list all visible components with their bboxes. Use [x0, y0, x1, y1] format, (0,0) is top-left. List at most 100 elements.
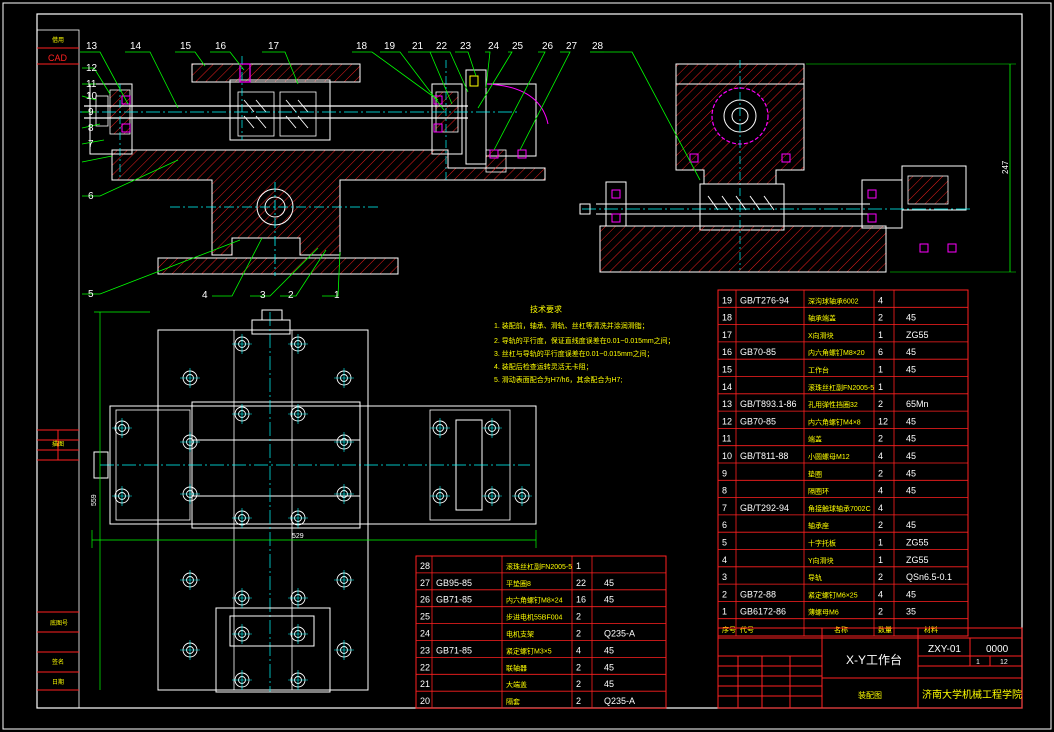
callout-19: 19 [384, 41, 396, 52]
part-number: 11 [722, 434, 731, 444]
part-name: 步进电机55BF004 [506, 613, 563, 622]
bolt-hole-icon [482, 418, 502, 438]
part-number: 16 [722, 347, 732, 357]
part-number: 22 [420, 662, 430, 672]
bolt-hole-icon [430, 418, 450, 438]
title-block-sheet-a: 1 [976, 659, 980, 666]
part-quantity: 16 [576, 595, 586, 605]
part-number: 2 [722, 589, 727, 599]
bolt-hole-icon [334, 432, 354, 452]
part-material: 45 [906, 486, 916, 496]
bolt-hole-icon [180, 640, 200, 660]
part-material: 45 [906, 416, 916, 426]
part-standard: GB/T893.1-86 [740, 399, 797, 409]
part-quantity: 1 [878, 382, 883, 392]
title-block-title: X-Y工作台 [846, 652, 902, 667]
part-number: 7 [722, 503, 727, 513]
title-block-assembly-label: 装配图 [858, 690, 882, 700]
part-name: 小圆螺母M12 [808, 452, 850, 461]
part-name: 孔用弹性挡圈32 [808, 400, 858, 409]
part-quantity: 4 [576, 645, 581, 655]
callout-13: 13 [86, 41, 98, 52]
part-name: 内六角螺钉M8×20 [808, 348, 865, 357]
notes-line-4: 4. 装配后检查运转灵活无卡阻； [494, 362, 593, 371]
notes-line-1: 1. 装配前，轴承、滑轨、丝杠等清洗并涂润滑脂； [494, 321, 649, 330]
part-quantity: 4 [878, 589, 883, 599]
part-number: 26 [420, 595, 430, 605]
side-section-view: 247 [579, 51, 1016, 273]
part-number: 13 [722, 399, 732, 409]
front-view-leaders [80, 51, 604, 297]
part-name: 滚珠丝杠副FN2005-5 [506, 562, 572, 571]
callout-numbers: 13 14 15 16 17 18 19 21 22 23 24 25 26 2… [86, 41, 604, 301]
part-quantity: 2 [576, 696, 581, 706]
part-quantity: 2 [878, 313, 883, 323]
part-quantity: 1 [878, 555, 883, 565]
part-number: 27 [420, 578, 430, 588]
callout-22: 22 [436, 41, 448, 52]
bolt-hole-icon [430, 486, 450, 506]
part-standard: GB6172-86 [740, 607, 786, 617]
bolt-hole-icon [334, 570, 354, 590]
part-material: 45 [906, 520, 916, 530]
part-number: 9 [722, 468, 727, 478]
part-quantity: 1 [878, 538, 883, 548]
part-number: 24 [420, 629, 430, 639]
part-quantity: 1 [878, 365, 883, 375]
callout-3: 3 [260, 290, 266, 301]
parts-table-header-cell: 代号 [740, 625, 754, 634]
part-standard: GB/T811-88 [740, 451, 788, 461]
bolt-hole-icon [180, 570, 200, 590]
part-number: 23 [420, 645, 430, 655]
part-number: 17 [722, 330, 732, 340]
part-name: 平垫圈8 [506, 579, 531, 588]
part-name: 内六角螺钉M8×24 [506, 596, 563, 605]
part-material: Q235-A [604, 696, 635, 706]
callout-2: 2 [288, 290, 294, 301]
bolt-hole-icon [334, 368, 354, 388]
part-number: 18 [722, 313, 732, 323]
part-number: 12 [722, 416, 732, 426]
dimension-247: 247 [1001, 160, 1010, 174]
sidebar-label-trace: 描图 [52, 440, 64, 448]
part-material: 45 [906, 313, 916, 323]
part-quantity: 2 [576, 629, 581, 639]
bolt-hole-icon [112, 418, 132, 438]
part-material: 45 [906, 589, 916, 599]
part-material: 45 [604, 679, 614, 689]
part-name: 深沟球轴承6002 [808, 296, 859, 305]
callout-5: 5 [88, 289, 94, 300]
parts-table-header-cell: 材料 [924, 625, 938, 634]
callout-4: 4 [202, 290, 208, 301]
bolt-hole-icon [288, 334, 308, 354]
part-quantity: 2 [576, 662, 581, 672]
part-name: 大端盖 [506, 680, 527, 689]
callout-14: 14 [130, 41, 142, 52]
bolt-hole-icon [288, 624, 308, 644]
callout-8: 8 [88, 123, 94, 134]
bolt-hole-icon [288, 404, 308, 424]
bolt-hole-icon [180, 432, 200, 452]
callout-27: 27 [566, 41, 578, 52]
part-material: 45 [906, 468, 916, 478]
part-number: 3 [722, 572, 727, 582]
callout-15: 15 [180, 41, 192, 52]
part-quantity: 2 [576, 679, 581, 689]
part-quantity: 1 [576, 561, 581, 571]
